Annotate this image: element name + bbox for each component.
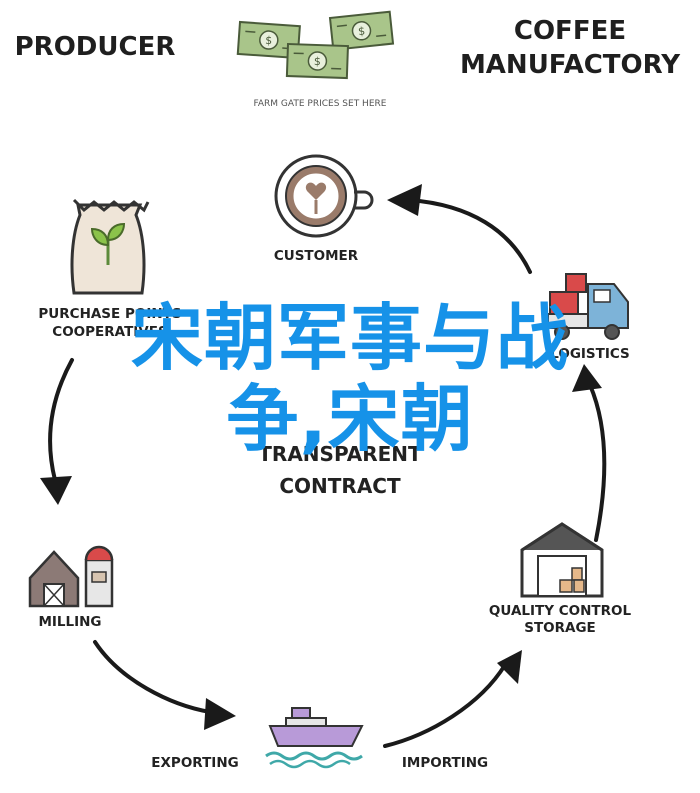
coffee-heading-line2: MANUFACTORY (459, 50, 681, 80)
farm-gate-caption: FARM GATE PRICES SET HERE (253, 99, 387, 109)
arrowhead-customer (387, 184, 422, 216)
arrowhead-milling (40, 476, 72, 505)
warehouse-icon (520, 522, 604, 598)
arrowhead-logistics (572, 364, 602, 392)
svg-text:$: $ (265, 34, 273, 47)
arrow-logistics-to-customer (408, 198, 532, 274)
exporting-label: EXPORTING (151, 755, 239, 771)
overlay-title-line2: 争,宋朝 (226, 376, 474, 461)
svg-text:$: $ (357, 24, 365, 38)
arrowhead-exporting (204, 698, 236, 730)
arrow-importing-to-quality (383, 663, 507, 748)
transparent-contract-label-line2: CONTRACT (279, 474, 401, 498)
arrowheads (40, 184, 602, 730)
seed-sack-icon (70, 198, 150, 295)
svg-text:$: $ (314, 55, 321, 68)
logistics-label: LOGISTICS (550, 346, 630, 362)
arrow-quality-to-logistics (588, 383, 607, 542)
quality-control-label-line2: STORAGE (524, 620, 596, 636)
cycle-arrows (48, 198, 607, 748)
purchase-points-label-line1: PURCHASE POINTS (38, 306, 182, 322)
arrow-milling-to-exporting (93, 640, 212, 714)
coffee-cup-icon (274, 154, 374, 238)
cargo-ship-icon (265, 707, 364, 769)
money-bills-icon: $ $ $ (236, 10, 395, 80)
arrow-purchase-to-milling (48, 358, 74, 482)
overlay-title: 宋朝军事与战 争,宋朝 (30, 298, 670, 459)
overlay-title-line1: 宋朝军事与战 (130, 296, 569, 380)
mill-barn-icon (28, 545, 114, 608)
customer-label: CUSTOMER (273, 248, 359, 264)
delivery-truck-icon (547, 273, 629, 340)
transparent-contract-label-line1: TRANSPARENT (258, 442, 422, 466)
producer-heading: PRODUCER (14, 32, 176, 62)
purchase-points-label-line2: COOPERATIVES (52, 324, 168, 340)
coffee-heading-line1: COFFEE (513, 16, 627, 46)
quality-control-label-line1: QUALITY CONTROL (488, 603, 632, 619)
importing-label: IMPORTING (401, 755, 489, 771)
arrowhead-quality (497, 650, 522, 684)
milling-label: MILLING (38, 614, 102, 630)
